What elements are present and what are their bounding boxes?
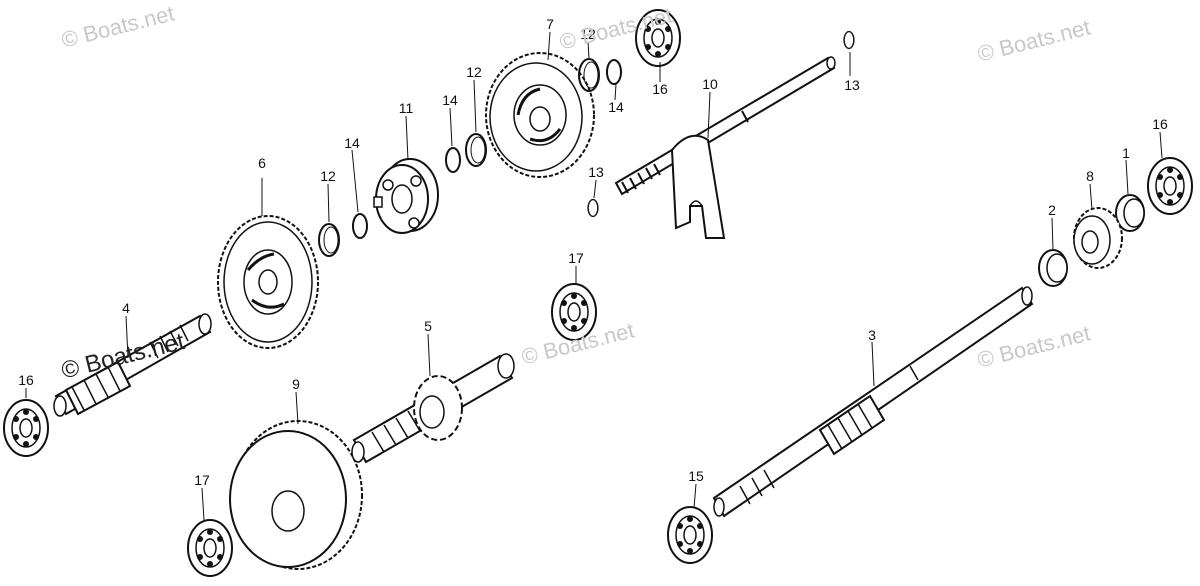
callout-16-right: 16 bbox=[1152, 116, 1168, 132]
callout-16-left: 16 bbox=[18, 372, 34, 388]
part-8-gear[interactable] bbox=[1073, 207, 1123, 269]
callout-8: 8 bbox=[1086, 168, 1094, 184]
callout-4: 4 bbox=[122, 300, 130, 316]
part-14-circlip-middle[interactable] bbox=[445, 147, 461, 173]
part-3-main-shaft[interactable] bbox=[712, 286, 1034, 518]
part-12-washer-left[interactable] bbox=[318, 223, 340, 257]
part-1-collar[interactable] bbox=[1115, 194, 1145, 232]
leader-lines bbox=[25, 31, 1163, 521]
part-2-collar[interactable] bbox=[1038, 249, 1068, 287]
part-12-washer-top[interactable] bbox=[578, 58, 600, 92]
callout-13-lower: 13 bbox=[588, 164, 604, 180]
callout-17-bottom: 17 bbox=[194, 472, 210, 488]
part-10-shift-fork-shaft[interactable] bbox=[614, 56, 836, 239]
part-14-circlip-left[interactable] bbox=[352, 213, 368, 239]
callout-1: 1 bbox=[1122, 145, 1130, 161]
callout-15: 15 bbox=[688, 468, 704, 484]
part-16-bearing-left[interactable] bbox=[3, 399, 49, 457]
callout-7: 7 bbox=[546, 16, 554, 32]
part-16-bearing-right[interactable] bbox=[1147, 157, 1193, 215]
part-9-gear[interactable] bbox=[229, 420, 363, 570]
part-13-clip-top[interactable] bbox=[843, 30, 855, 50]
callout-11: 11 bbox=[399, 100, 414, 116]
callout-14-top: 14 bbox=[608, 99, 624, 115]
callout-10: 10 bbox=[702, 76, 718, 92]
part-4-shaft[interactable] bbox=[53, 313, 212, 417]
part-13-clip-lower[interactable] bbox=[587, 198, 599, 218]
part-6-gear[interactable] bbox=[217, 215, 319, 349]
callout-6: 6 bbox=[258, 155, 266, 171]
callout-13-top: 13 bbox=[844, 77, 860, 93]
part-12-washer-middle[interactable] bbox=[465, 133, 487, 167]
callout-2: 2 bbox=[1048, 202, 1056, 218]
part-7-gear[interactable] bbox=[485, 52, 595, 178]
callout-12-left: 12 bbox=[320, 168, 336, 184]
callout-9: 9 bbox=[292, 376, 300, 392]
callout-3: 3 bbox=[868, 327, 876, 343]
callout-16-top: 16 bbox=[652, 81, 668, 97]
part-11-hub[interactable] bbox=[373, 158, 439, 234]
part-15-bearing[interactable] bbox=[667, 506, 713, 564]
callout-5: 5 bbox=[424, 318, 432, 334]
part-5-shaft-sprocket[interactable] bbox=[351, 353, 515, 464]
callout-12-middle: 12 bbox=[466, 64, 482, 80]
callout-14-left: 14 bbox=[344, 135, 360, 151]
callout-14-middle: 14 bbox=[442, 92, 458, 108]
part-14-circlip-top[interactable] bbox=[606, 59, 622, 85]
callout-12-top: 12 bbox=[580, 26, 596, 42]
callout-17-middle: 17 bbox=[568, 250, 584, 266]
part-17-bearing-bottom[interactable] bbox=[187, 519, 233, 577]
